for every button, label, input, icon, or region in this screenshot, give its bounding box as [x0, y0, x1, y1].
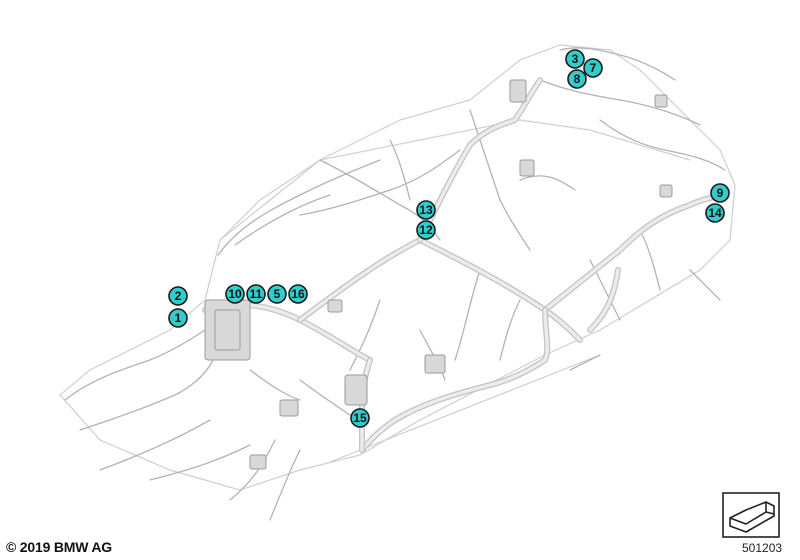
callout-15[interactable]: 15: [350, 408, 370, 428]
callout-label: 11: [250, 287, 263, 301]
callout-10[interactable]: 10: [225, 284, 245, 304]
callout-label: 10: [228, 287, 242, 301]
callout-label: 9: [717, 186, 724, 200]
callout-12[interactable]: 12: [416, 220, 436, 240]
callout-label: 15: [353, 411, 367, 425]
callout-label: 2: [175, 289, 182, 303]
callout-label: 7: [590, 61, 597, 75]
harness-modules: [204, 79, 673, 470]
callout-8[interactable]: 8: [567, 69, 587, 89]
callout-1[interactable]: 1: [168, 308, 188, 328]
car-view-direction-icon: [722, 492, 780, 538]
callout-13[interactable]: 13: [416, 200, 436, 220]
callout-16[interactable]: 16: [288, 284, 308, 304]
copyright-notice: © 2019 BMW AG: [6, 539, 112, 555]
callout-label: 12: [419, 223, 433, 237]
callout-label: 14: [708, 206, 722, 220]
callout-label: 16: [291, 287, 305, 301]
callout-label: 5: [274, 287, 281, 301]
callout-label: 3: [572, 52, 579, 66]
harness-branches: [64, 47, 726, 521]
harness-trunks: [202, 77, 721, 453]
callout-2[interactable]: 2: [168, 286, 188, 306]
vehicle-outline: [59, 44, 736, 491]
callout-5[interactable]: 5: [267, 284, 287, 304]
callout-label: 1: [175, 311, 182, 325]
callout-3[interactable]: 3: [565, 49, 585, 69]
callout-7[interactable]: 7: [583, 58, 603, 78]
callout-11[interactable]: 11: [246, 284, 266, 304]
diagram-part-number: 501203: [742, 541, 783, 555]
callout-label: 13: [419, 203, 433, 217]
callout-9[interactable]: 9: [710, 183, 730, 203]
callout-label: 8: [574, 72, 581, 86]
callouts: 1 2 3 7 8 9 14 13 12 10 11: [168, 49, 730, 428]
callout-14[interactable]: 14: [705, 203, 725, 223]
